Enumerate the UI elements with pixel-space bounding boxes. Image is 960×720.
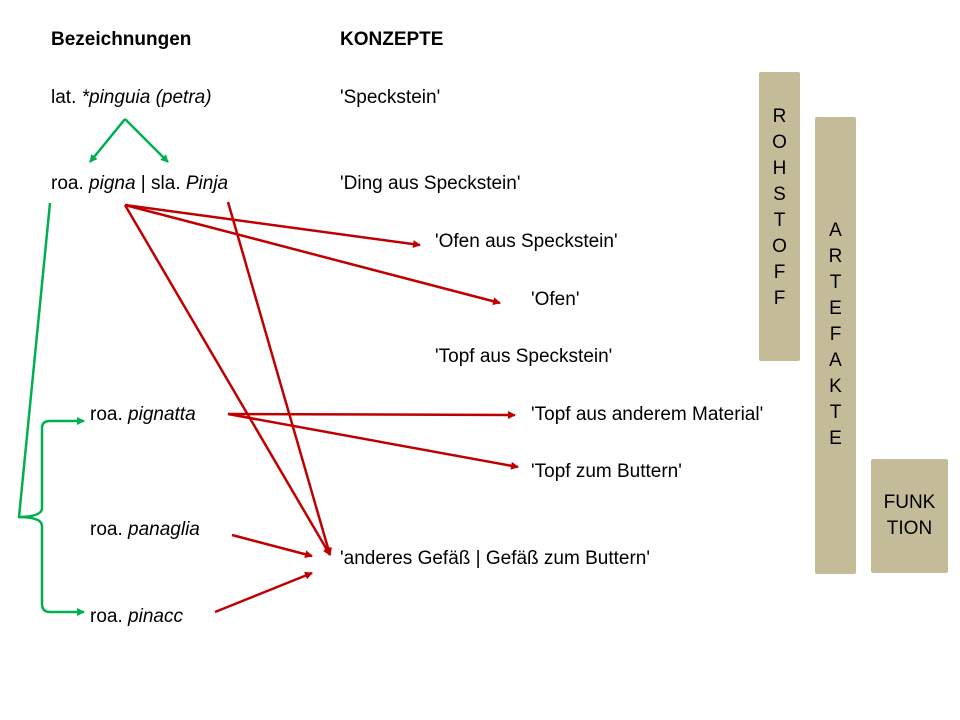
category-letter: T xyxy=(829,402,842,423)
category-letter: T xyxy=(829,272,842,293)
term-prefix: lat. xyxy=(51,87,82,108)
meaning-arrow xyxy=(227,410,516,419)
category-letter: E xyxy=(829,298,842,319)
derivation-brace xyxy=(17,417,85,519)
category-letter: A xyxy=(829,350,842,371)
term-word2: Pinja xyxy=(185,173,229,194)
category-letter: R xyxy=(828,246,843,267)
derivation-brace-bottom xyxy=(17,515,85,616)
concept-speckstein: 'Speckstein' xyxy=(340,87,441,108)
concept-topf-anderes: 'Topf aus anderem Material' xyxy=(531,404,764,425)
concept-topf-speckstein: 'Topf aus Speckstein' xyxy=(435,346,613,367)
term-pignatta: roa. pignatta xyxy=(90,404,196,426)
category-funktion: FUNK TION xyxy=(871,459,948,573)
term-prefix: roa. xyxy=(90,519,129,540)
category-letter: A xyxy=(829,220,842,241)
term-word: pignatta xyxy=(128,404,196,425)
term-pinacc: roa. pinacc xyxy=(90,606,183,628)
category-letter: F xyxy=(773,288,786,309)
category-letter: F xyxy=(773,262,786,283)
term-lat: lat. *pinguia (petra) xyxy=(51,87,212,109)
concept-gefaess: 'anderes Gefäß | Gefäß zum Buttern' xyxy=(340,548,650,569)
category-letter: O xyxy=(772,132,787,153)
meaning-arrow xyxy=(124,203,421,249)
term-word: pigna xyxy=(89,173,136,194)
meaning-arrow xyxy=(227,412,519,470)
header-konzepte: KONZEPTE xyxy=(340,29,444,50)
category-letter: T xyxy=(773,210,786,231)
category-letter: S xyxy=(773,184,786,205)
term-pigna-pinja: roa. pigna | sla. Pinja xyxy=(51,173,228,195)
term-separator: | sla. xyxy=(135,173,186,194)
category-rohstoff: R O H S T O F F xyxy=(759,72,800,361)
meaning-arrow xyxy=(124,203,501,306)
category-letter: K xyxy=(829,376,842,397)
term-word: panaglia xyxy=(128,519,200,540)
category-letter: E xyxy=(829,428,842,449)
meaning-arrow xyxy=(231,533,313,559)
category-line: TION xyxy=(886,518,933,539)
concept-ofen-speckstein: 'Ofen aus Speckstein' xyxy=(435,231,618,252)
derivation-line-pigna xyxy=(17,202,52,518)
category-letter: O xyxy=(772,236,787,257)
category-letter: R xyxy=(772,106,787,127)
header-bezeichnungen: Bezeichnungen xyxy=(51,29,192,50)
category-letter: H xyxy=(772,158,787,179)
category-artefakte: A R T E F A K T E xyxy=(815,117,856,574)
meaning-arrow xyxy=(123,204,332,556)
category-line: FUNK xyxy=(883,492,936,513)
term-panaglia: roa. panaglia xyxy=(90,519,200,541)
concept-ofen: 'Ofen' xyxy=(531,289,580,310)
term-word: *pinguia (petra) xyxy=(81,87,212,108)
meaning-arrow xyxy=(226,201,332,556)
category-letter: F xyxy=(829,324,842,345)
term-prefix: roa. xyxy=(51,173,90,194)
meaning-arrow xyxy=(214,571,313,614)
term-prefix: roa. xyxy=(90,606,129,627)
concept-ding: 'Ding aus Speckstein' xyxy=(340,173,521,194)
derivation-arrow-pigna xyxy=(89,118,126,163)
term-prefix: roa. xyxy=(90,404,129,425)
term-word: pinacc xyxy=(128,606,183,627)
derivation-arrow-pinja xyxy=(124,118,169,163)
concept-topf-buttern: 'Topf zum Buttern' xyxy=(531,461,682,482)
